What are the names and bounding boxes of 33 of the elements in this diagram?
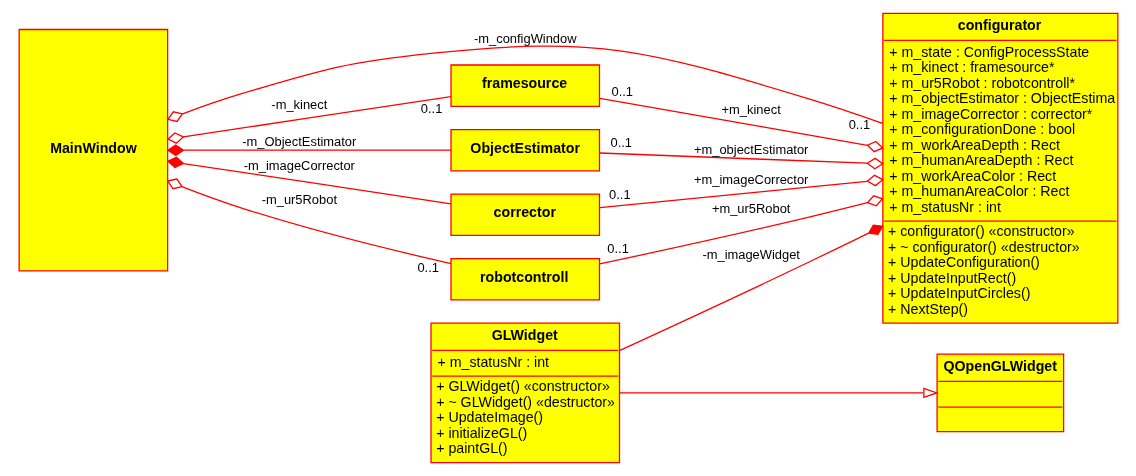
connector (598, 152, 884, 170)
connector (618, 224, 884, 351)
label: 0..1 (606, 241, 629, 257)
connector (598, 97, 884, 153)
label: 0..1 (416, 259, 439, 275)
connector (166, 96, 452, 144)
edge-label: +m_imageCorrector (693, 171, 808, 187)
edge-label: +m_objectEstimator (693, 142, 808, 158)
edge-label: +m_ur5Robot (711, 201, 790, 217)
connector (598, 195, 884, 265)
edge-label: -m_imageWidget (701, 246, 800, 262)
edge-label: +m_kinect (721, 102, 781, 118)
edge-label: -m_kinect (270, 96, 327, 112)
label: 0..1 (611, 83, 633, 99)
edge-label: -m_imageCorrector (243, 157, 355, 173)
node-box: framesource (449, 64, 600, 107)
node-box: ObjectEstimator (449, 128, 600, 172)
node-box: MainWindow (18, 28, 168, 272)
connector (598, 174, 884, 209)
label: 0..1 (848, 116, 870, 132)
label: 0..1 (608, 186, 631, 202)
node-box: robotcontroll (449, 258, 600, 301)
connector (166, 45, 883, 124)
edge-label: -m_ObjectEstimator (241, 134, 356, 150)
arrow (618, 387, 939, 399)
node-box: corrector (449, 193, 600, 237)
edge-label: -m_ur5Robot (261, 192, 337, 208)
connector (166, 144, 452, 157)
connector (166, 178, 452, 265)
connector (166, 156, 452, 205)
edge-label: -m_configWindow (473, 31, 577, 47)
label: 0..1 (420, 100, 442, 116)
label: 0..1 (610, 135, 632, 151)
